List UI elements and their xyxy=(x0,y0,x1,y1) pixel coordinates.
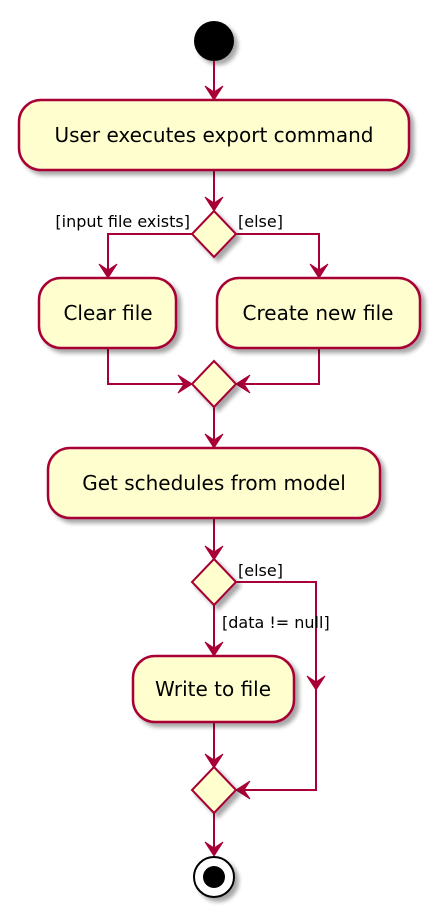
activity-get-schedules-label: Get schedules from model xyxy=(82,471,346,495)
activity-clear-file-label: Clear file xyxy=(63,301,152,325)
arrowhead-end xyxy=(204,841,224,857)
flow-clear-to-merge xyxy=(107,348,189,385)
decision-data-check xyxy=(190,557,238,607)
arrowhead-clear xyxy=(98,263,118,279)
guard-input-file-exists: [input file exists] xyxy=(55,212,190,231)
decision-input-file xyxy=(190,209,238,259)
end-node-core xyxy=(203,866,225,888)
activity-export-command-label: User executes export command xyxy=(55,123,374,147)
guard-data-not-null: [data != null] xyxy=(222,613,330,632)
activity-create-new-file-label: Create new file xyxy=(243,301,394,325)
guard-else-first: [else] xyxy=(238,212,283,231)
activity-export-command xyxy=(17,98,411,172)
arrowhead-merge-2-top xyxy=(204,753,224,769)
activity-write-to-file xyxy=(131,654,296,724)
arrowhead-export xyxy=(204,85,224,101)
arrowhead-merge-left xyxy=(177,374,193,394)
activity-clear-file xyxy=(37,276,178,350)
activity-write-to-file-label: Write to file xyxy=(155,677,271,701)
activity-create-new-file xyxy=(215,276,422,350)
flow-create-to-merge xyxy=(239,348,320,385)
arrowhead-else-down xyxy=(306,675,326,691)
arrowhead-merge-right xyxy=(235,374,251,394)
flow-decision-to-clear xyxy=(107,233,192,274)
activity-get-schedules xyxy=(46,446,382,520)
arrowhead-merge-2-right xyxy=(235,780,251,800)
arrowhead-get xyxy=(204,433,224,449)
arrowhead-create xyxy=(309,263,329,279)
arrowhead-write xyxy=(204,641,224,657)
flow-decision-to-create xyxy=(236,233,320,274)
merge-write-done xyxy=(190,765,238,815)
start-node xyxy=(194,21,234,61)
merge-file-prepared xyxy=(190,359,238,409)
arrowhead-decision-1 xyxy=(204,196,224,212)
guard-else-second: [else] xyxy=(238,561,283,580)
arrowhead-decision-2 xyxy=(204,545,224,561)
